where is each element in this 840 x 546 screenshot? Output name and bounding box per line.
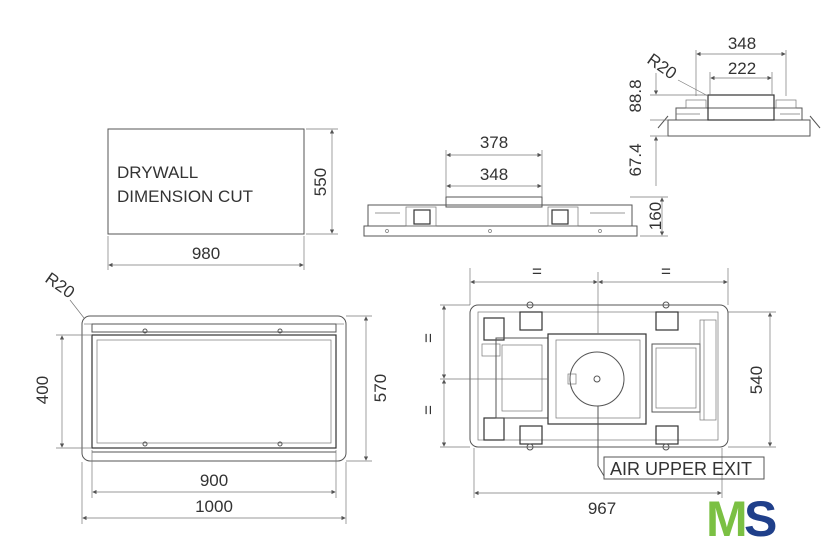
drywall-height-value: 550 <box>311 168 330 196</box>
drywall-label-line2: DIMENSION CUT <box>117 187 253 206</box>
logo-letter-s: S <box>744 491 777 546</box>
plan-height-value: 540 <box>747 366 766 394</box>
air-exit-circle <box>569 351 625 407</box>
drywall-cut-view: DRYWALL DIMENSION CUT 550 980 <box>107 128 338 270</box>
front-view: R20 400 570 900 1000 <box>33 269 390 524</box>
air-exit-callout-box <box>603 456 765 480</box>
drywall-label-line1: DRYWALL <box>117 163 198 182</box>
fan-housing <box>547 333 647 425</box>
plan-view: = = = = 540 967 AIR UPPER EXIT <box>419 262 776 518</box>
plan-equal-left-upper: = <box>419 333 438 343</box>
drywall-width-value: 980 <box>192 244 220 263</box>
logo-letter-m: M <box>706 491 748 546</box>
front-outer-height-value: 570 <box>371 374 390 402</box>
side-view: 378 348 160 <box>363 133 668 237</box>
brand-logo: M S <box>706 491 777 546</box>
plan-equal-left-lower: = <box>419 405 438 415</box>
side-outer-value: 378 <box>480 133 508 152</box>
drywall-cut-rect <box>107 128 305 235</box>
front-outer-width-value: 1000 <box>195 497 233 516</box>
front-inner-height-value: 400 <box>33 376 52 404</box>
side-height-value: 160 <box>646 202 665 230</box>
section-outer-value: 348 <box>728 34 756 53</box>
front-outer-frame <box>81 315 347 462</box>
front-radius-label: R20 <box>42 269 78 302</box>
section-inner-value: 222 <box>728 59 756 78</box>
side-inner-value: 348 <box>480 165 508 184</box>
front-inner-width-value: 900 <box>200 471 228 490</box>
section-radius-label: R20 <box>644 50 680 83</box>
plan-equal-top-right: = <box>661 262 671 281</box>
plan-width-value: 967 <box>588 499 616 518</box>
section-upper-value: 88.8 <box>626 79 645 112</box>
plan-equal-top-left: = <box>532 262 542 281</box>
section-view: R20 348 222 88.8 67.4 <box>626 34 821 186</box>
section-lower-value: 67.4 <box>626 143 645 176</box>
air-exit-callout-label: AIR UPPER EXIT <box>610 459 752 479</box>
plan-outer-frame <box>469 304 729 448</box>
